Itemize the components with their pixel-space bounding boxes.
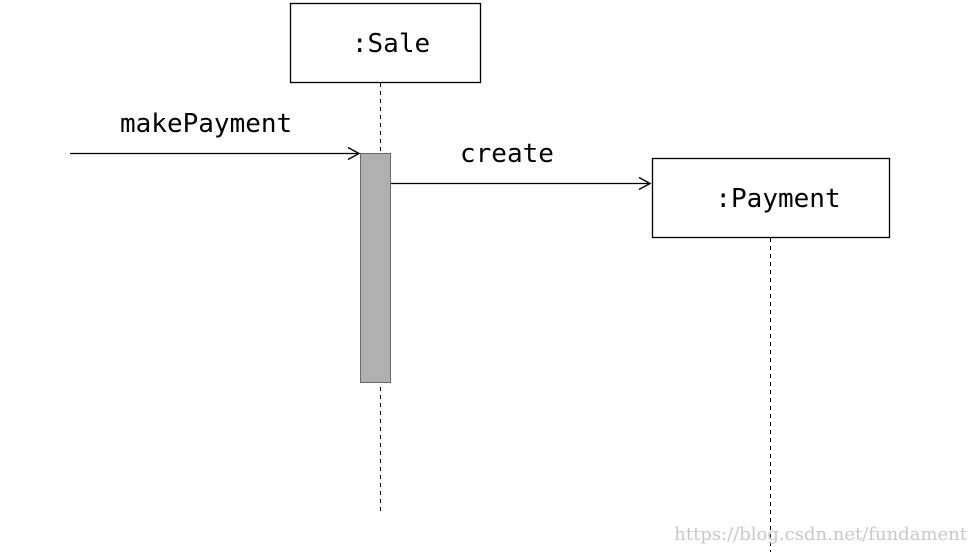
participant-sale-box: [289, 2, 482, 84]
watermark-text: https://blog.csdn.net/fundament: [674, 524, 967, 545]
participant-payment: :Payment: [651, 157, 891, 239]
participant-sale-label: :Sale: [352, 29, 430, 59]
create-label: create: [460, 139, 554, 169]
message-make-payment: makePayment: [70, 109, 361, 161]
make-payment-label: makePayment: [120, 109, 292, 139]
participant-payment-label: :Payment: [715, 184, 840, 214]
sale-activation-bar: [360, 153, 391, 383]
message-create: create: [391, 139, 652, 191]
participant-sale: :Sale: [289, 2, 482, 84]
participant-payment-box: [651, 157, 891, 239]
